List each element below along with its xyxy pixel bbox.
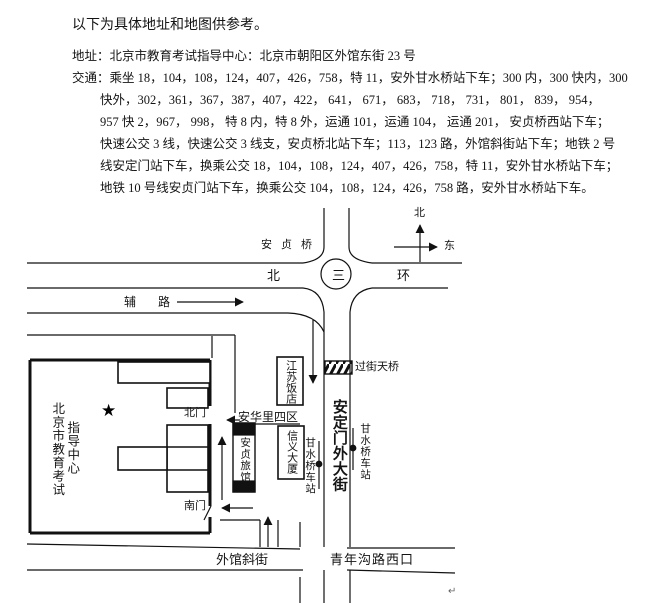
andingmenwai-avenue-label: 安定门外大街 [330, 399, 347, 492]
compass-east-label: 东 [444, 240, 455, 252]
xinyi-building-box [277, 425, 305, 480]
waiguan-xiejie-street [26, 543, 303, 571]
waiguan-xiejie-label: 外馆斜街 [216, 552, 269, 567]
anzhen-bridge-label: 安贞桥 [261, 239, 321, 251]
exam-center-compound [28, 358, 212, 535]
north-gate-label: 北门 [184, 407, 206, 419]
compound-buildings [117, 361, 211, 493]
bus-stop-west-label: 甘水桥车站 [304, 437, 316, 495]
bus-stop-east-marker [349, 428, 357, 470]
qingniangou-label: 青年沟路西口 [330, 552, 415, 567]
transit-line: 地铁 10 号线安贞门站下车，换乘公交 104，108，124，426，758 … [100, 181, 594, 195]
page-title: 以下为具体地址和地图供参考。 [72, 18, 268, 33]
anhuali-block-label: 安华里四区 [238, 410, 299, 424]
anzhen-hotel-label: 安贞旅馆 [239, 437, 251, 483]
bus-stop-west-marker [315, 441, 323, 489]
transit-line: 线安定门站下车，换乘公交 18，104，108，124，407，426，758，… [100, 159, 619, 173]
traffic-flow-arrows [177, 297, 318, 547]
jiangsu-hotel-label: 江苏饭店 [284, 360, 297, 404]
north-third-ring-road [27, 262, 462, 289]
address-line: 地址：北京市教育考试指导中心：北京市朝阳区外馆东街 23 号 [72, 49, 416, 63]
compass-north-label: 北 [414, 207, 425, 219]
qingniangou-road [346, 547, 456, 574]
south-gate-alley [220, 519, 279, 547]
south-gate-label: 南门 [184, 500, 206, 512]
transit-line: 快外，302，361，367，387，407，422， 641， 671， 68… [100, 93, 601, 107]
pedestrian-overpass [324, 360, 353, 375]
service-road-label: 辅路 [124, 295, 193, 309]
transit-line: 快速公交 3 线，快速公交 3 线支，安贞桥北站下车；113，123 路，外馆斜… [100, 137, 616, 151]
overpass-label: 过街天桥 [355, 361, 399, 373]
anzhen-hotel-box [232, 422, 256, 493]
xinyi-building-label: 信义大厦 [285, 430, 298, 474]
compass [394, 224, 438, 262]
andingmenwai-avenue-road [299, 312, 351, 603]
anzhen-bridge-interchange [302, 208, 373, 313]
transit-line: 交通：乘坐 18，104，108，124，407，426，758，特 11，安外… [72, 71, 628, 85]
bus-stop-east-label: 甘水桥车站 [359, 423, 371, 481]
exam-center-name-line2: 指导中心 [65, 421, 80, 475]
transit-line: 957 快 2，967， 998， 特 8 内，特 8 外，运通 101，运通 … [100, 115, 610, 129]
north-third-ring-label: 北三环 [267, 268, 463, 283]
exam-center-name-line1: 北京市教育考试 [50, 402, 65, 497]
star-marker: ★ [101, 401, 117, 420]
paragraph-return-mark: ↵ [448, 586, 457, 597]
south-gate-door [203, 505, 212, 521]
jiangsu-hotel-box [276, 356, 304, 406]
